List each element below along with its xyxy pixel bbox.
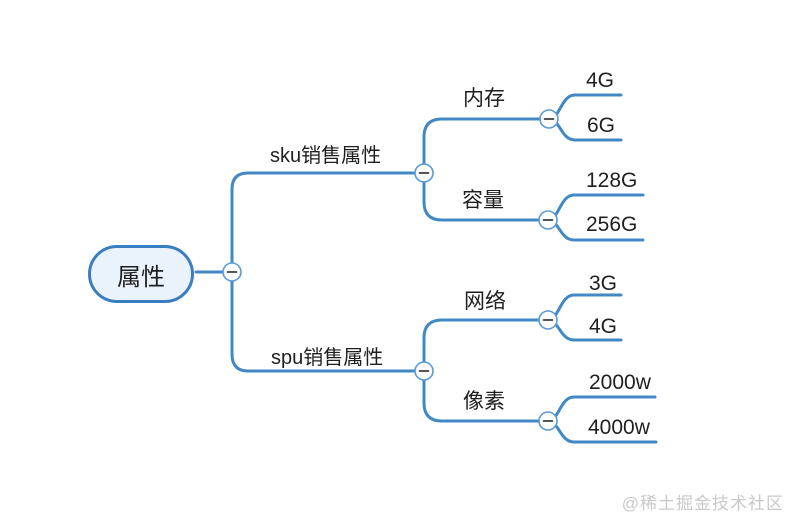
- collapse-button-memory[interactable]: [539, 109, 559, 129]
- topic-label-network[interactable]: 网络: [464, 290, 506, 313]
- watermark: @稀土掘金技术社区: [621, 494, 784, 513]
- collapse-button-sku[interactable]: [414, 163, 434, 183]
- collapse-button-pixel[interactable]: [538, 411, 558, 431]
- link-spu-network: [422, 318, 550, 373]
- leaf-label-4g-2[interactable]: 4G: [589, 315, 618, 338]
- link-root-spu: [230, 270, 426, 373]
- topic-label-pixel[interactable]: 像素: [463, 390, 505, 413]
- connector-lines: [194, 93, 658, 444]
- topic-label-sku[interactable]: sku销售属性: [270, 145, 382, 167]
- root-topic[interactable]: 属性: [88, 245, 194, 303]
- topic-label-spu[interactable]: spu销售属性: [271, 347, 384, 369]
- leaf-label-4000w[interactable]: 4000w: [588, 416, 650, 439]
- link-spu-pixel: [422, 369, 550, 423]
- topic-label-capacity[interactable]: 容量: [462, 189, 504, 212]
- leaf-label-4g[interactable]: 4G: [586, 69, 615, 92]
- leaf-label-2000w[interactable]: 2000w: [589, 371, 651, 394]
- root-topic-label: 属性: [117, 263, 165, 291]
- link-root-sku: [230, 171, 426, 274]
- leaf-label-6g[interactable]: 6G: [587, 114, 616, 137]
- topic-label-memory[interactable]: 内存: [463, 87, 505, 110]
- collapse-button-root[interactable]: [222, 262, 242, 282]
- collapse-button-network[interactable]: [538, 310, 558, 330]
- collapse-button-capacity[interactable]: [538, 210, 558, 230]
- leaf-label-128g[interactable]: 128G: [586, 169, 638, 192]
- leaf-label-3g[interactable]: 3G: [589, 272, 618, 295]
- link-sku-memory: [422, 117, 551, 175]
- leaf-label-256g[interactable]: 256G: [586, 213, 638, 236]
- collapse-button-spu[interactable]: [414, 361, 434, 381]
- link-sku-capacity: [422, 171, 550, 222]
